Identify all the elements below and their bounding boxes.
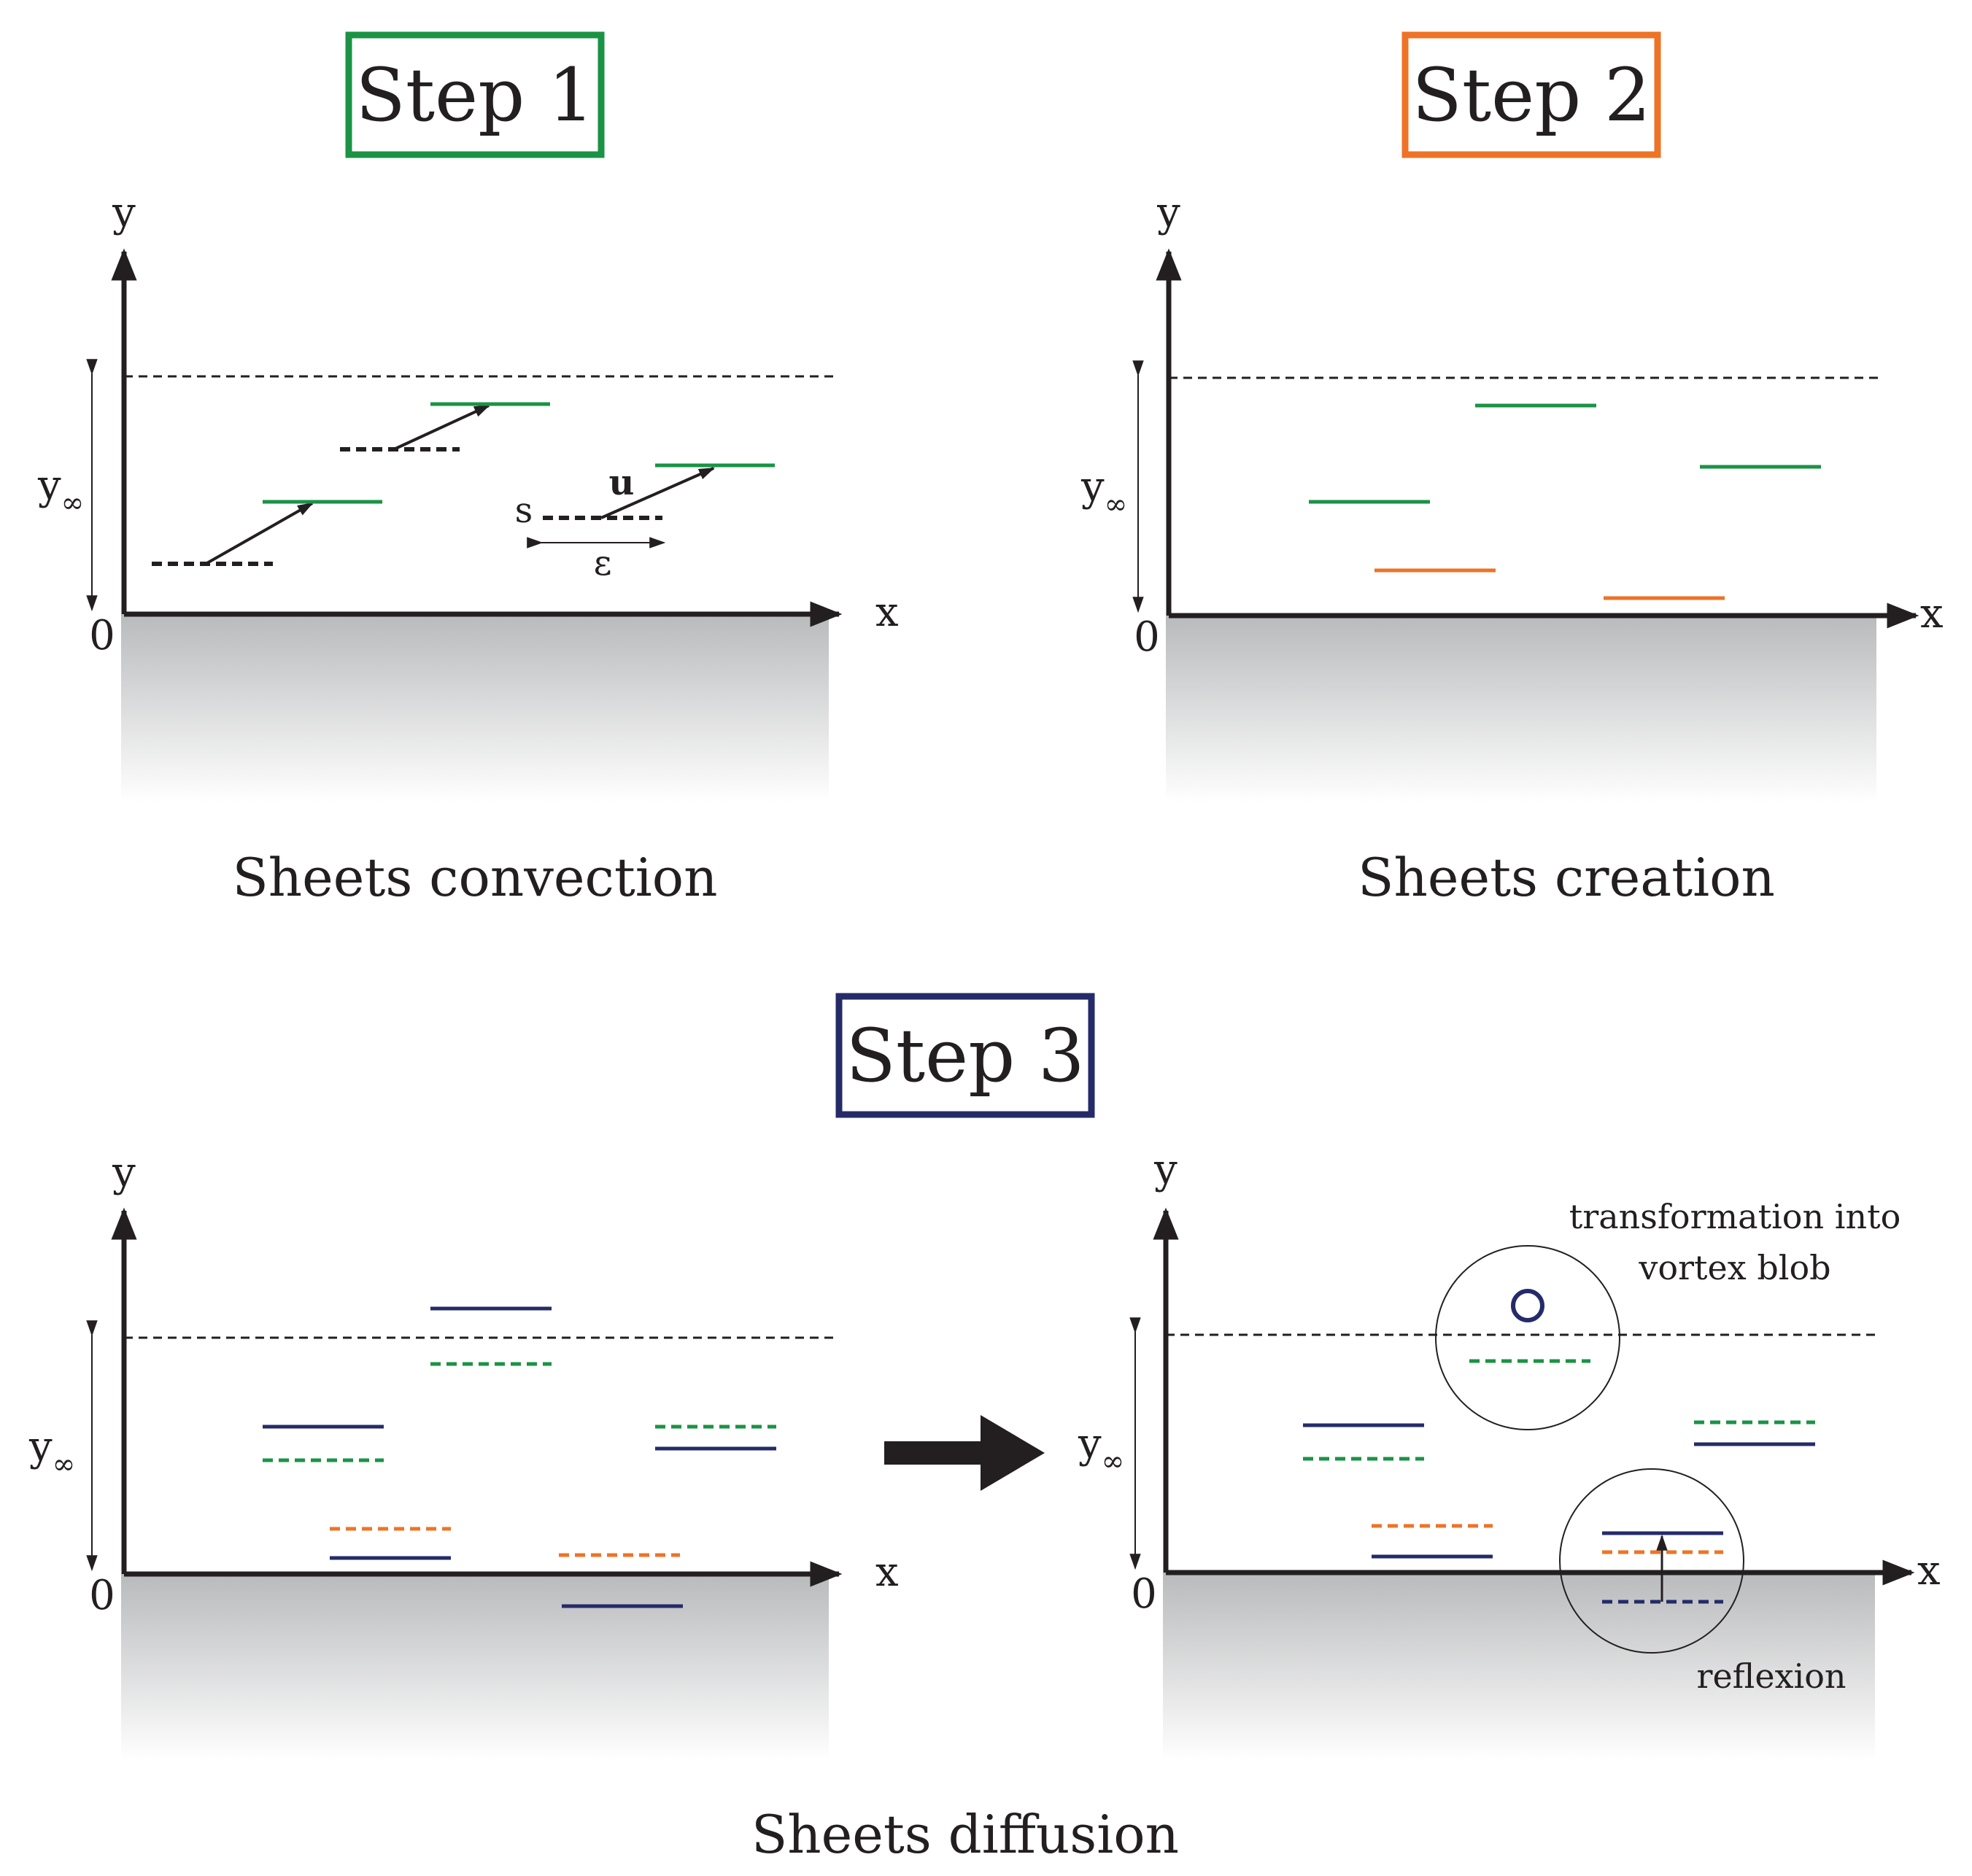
origin-label: 0 (1134, 613, 1160, 661)
reflexion-label: reflexion (1696, 1656, 1846, 1696)
transformation-highlight (1435, 1245, 1620, 1430)
transformation-label-line1: transformation into (1569, 1197, 1901, 1236)
step1-title: Step 1 (355, 53, 594, 138)
panel-step1: Step 1 x y 0 y∞ s u ε Sheets convection (37, 31, 899, 908)
step2-box (1401, 31, 1661, 158)
y-axis-label: y (112, 1149, 136, 1196)
y-infinity-label: y∞ (1080, 463, 1127, 520)
epsilon-label: ε (594, 543, 612, 584)
x-axis-label: x (875, 1549, 899, 1596)
reflexion-highlight (1559, 1468, 1744, 1654)
s-label: s (515, 490, 533, 531)
x-axis-label: x (1920, 590, 1944, 637)
ground (121, 1574, 829, 1761)
origin-label: 0 (1131, 1570, 1157, 1618)
caption-convection: Sheets convection (232, 847, 717, 908)
y-axis-label: y (1156, 189, 1180, 236)
u-label: u (609, 462, 635, 503)
ground (1163, 1573, 1875, 1761)
y-axis-label: y (1153, 1146, 1178, 1193)
step1-box (345, 31, 605, 158)
circle-icon (1511, 1289, 1544, 1322)
x-axis-label: x (1917, 1547, 1941, 1594)
step2-title: Step 2 (1412, 53, 1650, 138)
convection-arrow (600, 467, 716, 519)
convection-arrow (393, 404, 490, 451)
panel-step3-before: x y 0 y∞ (28, 1149, 899, 1761)
convection-arrow (205, 502, 314, 565)
caption-diffusion: Sheets diffusion (751, 1804, 1179, 1865)
panel-step2: Step 2 x y 0 y∞ Sheets creation (1080, 31, 1944, 908)
y-infinity-label: y∞ (1078, 1420, 1124, 1477)
transformation-label-line2: vortex blob (1638, 1248, 1830, 1287)
step3-box (835, 993, 1095, 1118)
origin-label: 0 (89, 1572, 115, 1619)
y-infinity-label: y∞ (37, 462, 84, 519)
ground (1166, 616, 1876, 802)
y-axis-label: y (112, 189, 136, 236)
right-arrow-icon (884, 1415, 1045, 1491)
panel-step3-after: x y 0 y∞ transformation into vortex blob… (1078, 1146, 1941, 1761)
step3-title: Step 3 (846, 1013, 1084, 1098)
origin-label: 0 (89, 612, 115, 659)
ground (121, 614, 829, 802)
y-infinity-label: y∞ (28, 1423, 75, 1480)
caption-creation: Sheets creation (1358, 847, 1775, 908)
x-axis-label: x (875, 589, 899, 636)
